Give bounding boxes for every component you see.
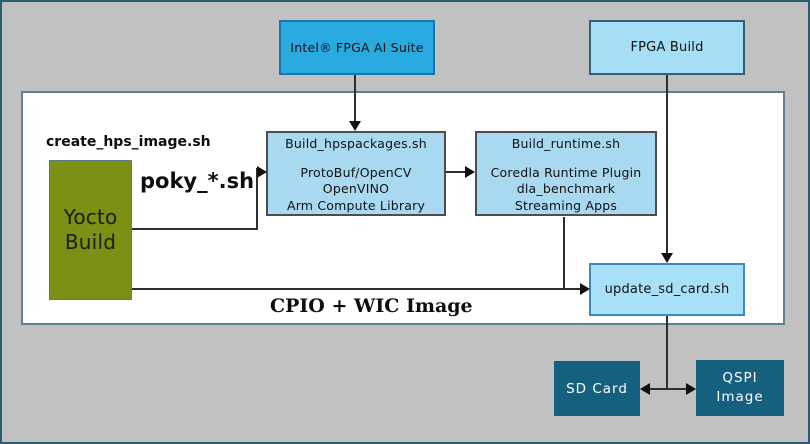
connector-fpga-build-to-update: [666, 75, 668, 253]
connector-runtime-to-update: [563, 217, 565, 290]
create-hps-image-label: create_hps_image.sh: [46, 134, 211, 150]
connector-yocto-to-hpspackages-vertical: [256, 168, 258, 230]
connector-yocto-to-update: [132, 288, 582, 290]
connector-update-to-storage: [666, 316, 668, 390]
connector-intel-to-hpspackages: [354, 75, 356, 121]
node-build-hpspackages: Build_hpspackages.sh ProtoBuf/OpenCV Ope…: [266, 131, 446, 216]
node-qspi-image: QSPI Image: [696, 360, 784, 416]
node-build-runtime: Build_runtime.sh Coredla Runtime Plugin …: [475, 131, 657, 216]
node-fpga-build-label: FPGA Build: [630, 40, 704, 55]
node-build-runtime-title: Build_runtime.sh: [511, 136, 621, 151]
arrowhead-down-intel-to-hpspackages: [349, 121, 361, 131]
node-intel-fpga-ai-suite-label: Intel® FPGA AI Suite: [290, 40, 424, 55]
node-update-sd-card: update_sd_card.sh: [589, 263, 745, 316]
node-yocto-build: Yocto Build: [49, 160, 132, 300]
node-update-sd-card-label: update_sd_card.sh: [604, 282, 730, 297]
arrowhead-down-fpga-build-to-update: [661, 253, 673, 263]
node-intel-fpga-ai-suite: Intel® FPGA AI Suite: [279, 20, 435, 75]
arrowhead-right-yocto-to-update: [580, 283, 590, 295]
node-build-runtime-item: dla_benchmark: [516, 181, 616, 196]
arrowhead-right-hpspackages-to-runtime: [465, 166, 475, 178]
node-build-hpspackages-item: ProtoBuf/OpenCV: [300, 164, 412, 180]
arrowhead-left-to-sd-card: [640, 383, 650, 395]
node-build-runtime-item: Coredla Runtime Plugin: [490, 164, 642, 180]
node-sd-card: SD Card: [554, 361, 640, 416]
node-sd-card-label: SD Card: [566, 380, 628, 397]
poky-script-label: poky_*.sh: [140, 169, 255, 193]
node-build-hpspackages-item: Arm Compute Library: [286, 197, 426, 213]
node-build-runtime-item: Streaming Apps: [514, 197, 618, 213]
node-build-hpspackages-item: OpenVINO: [322, 181, 390, 196]
node-yocto-build-line2: Build: [64, 230, 117, 254]
node-build-hpspackages-title: Build_hpspackages.sh: [285, 136, 427, 151]
node-qspi-image-line2: Image: [716, 389, 764, 405]
node-fpga-build: FPGA Build: [589, 20, 745, 75]
connector-storage-horizontal: [650, 388, 688, 390]
arrowhead-right-to-qspi-image: [686, 383, 696, 395]
connector-hpspackages-to-runtime: [446, 171, 466, 173]
connector-yocto-to-hpspackages-horizontal: [132, 228, 258, 230]
node-yocto-build-line1: Yocto: [63, 205, 118, 229]
node-qspi-image-line1: QSPI: [722, 370, 758, 386]
cpio-wic-image-label: CPIO + WIC Image: [270, 295, 473, 317]
arrowhead-right-yocto-to-hpspackages: [257, 166, 267, 178]
